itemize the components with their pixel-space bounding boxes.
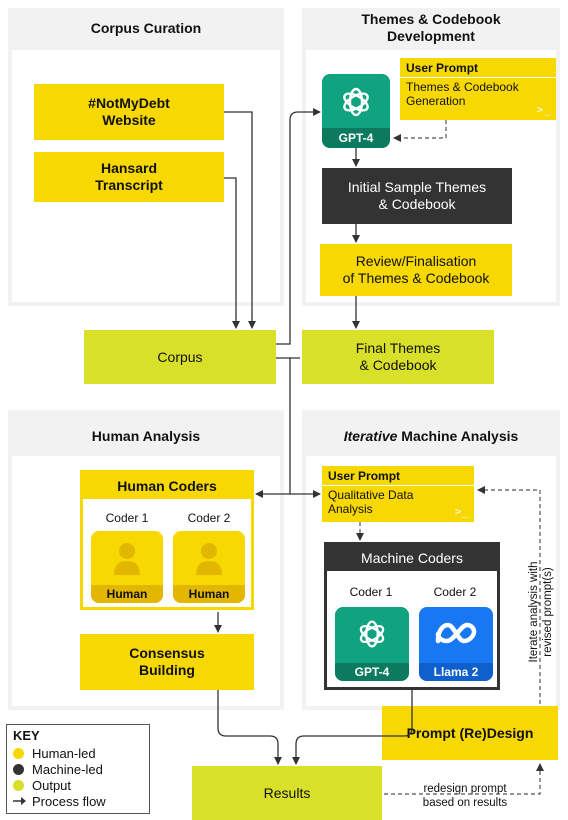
notmydebt-box: #NotMyDebt Website xyxy=(34,84,224,140)
corpus-box: Corpus xyxy=(84,330,276,384)
machine-tile-gpt4: GPT-4 xyxy=(335,607,409,681)
review-box: Review/Finalisation of Themes & Codebook xyxy=(320,244,512,296)
human-icon xyxy=(114,543,140,575)
human-coders-group: Human Coders Coder 1 Coder 2 Human Human xyxy=(80,470,254,610)
key-item-human: Human-led xyxy=(13,745,96,761)
key-item-machine: Machine-led xyxy=(13,761,103,777)
user-prompt-title: User Prompt xyxy=(406,61,479,75)
user-prompt-title: User Prompt xyxy=(328,469,401,483)
initial-sample-box: Initial Sample Themes & Codebook xyxy=(322,168,512,224)
redesign-label: redesign prompt based on results xyxy=(422,783,508,809)
user-prompt-themes: User Prompt Themes & Codebook Generation… xyxy=(400,58,556,120)
key-item-output: Output xyxy=(13,777,71,793)
italic-word: Iterative xyxy=(343,428,398,444)
key-label: Machine-led xyxy=(32,761,103,777)
title-rest: Machine Analysis xyxy=(397,428,519,444)
consensus-box: Consensus Building xyxy=(80,634,254,690)
terminal-icon: >_ xyxy=(536,103,550,116)
results-box: Results xyxy=(192,766,382,820)
final-themes-box: Final Themes & Codebook xyxy=(302,330,494,384)
human-tile-2: Human xyxy=(173,531,245,603)
key-dot-machine xyxy=(13,763,24,775)
openai-icon xyxy=(343,87,369,117)
key-title: KEY xyxy=(13,728,40,743)
prompt-redesign-box: Prompt (Re)Design xyxy=(382,706,558,760)
machine-coders-group: Machine Coders Coder 1 Coder 2 GPT-4 Lla… xyxy=(324,542,500,690)
human-tile-1: Human xyxy=(91,531,163,603)
arrow-icon xyxy=(13,797,26,805)
panel-title-themes-dev: Themes & Codebook Development xyxy=(361,11,501,44)
human-icon xyxy=(196,543,222,575)
user-prompt-body: Themes & Codebook Generation xyxy=(406,80,519,108)
machine-coder-2-label: Coder 2 xyxy=(433,585,477,599)
terminal-icon: >_ xyxy=(454,505,468,518)
panel-title-human-analysis: Human Analysis xyxy=(91,428,201,444)
machine-tile-gpt4-label: GPT-4 xyxy=(335,663,409,681)
user-prompt-qda: User Prompt Qualitative Data Analysis >_ xyxy=(322,466,474,522)
key-label: Process flow xyxy=(32,793,106,809)
human-coder-2-label: Coder 2 xyxy=(187,511,231,525)
key-label: Human-led xyxy=(32,745,96,761)
meta-icon xyxy=(435,622,477,644)
openai-icon xyxy=(359,620,385,648)
machine-tile-llama: Llama 2 xyxy=(419,607,493,681)
machine-coders-title: Machine Coders xyxy=(327,545,497,571)
machine-tile-llama-label: Llama 2 xyxy=(419,663,493,681)
gpt4-tile: GPT-4 xyxy=(322,74,390,148)
key-label: Output xyxy=(32,777,72,793)
human-tile-1-label: Human xyxy=(91,585,163,603)
key-legend: KEY Human-led Machine-led Output Process… xyxy=(6,724,150,814)
hansard-box: Hansard Transcript xyxy=(34,152,224,202)
human-coder-1-label: Coder 1 xyxy=(105,511,149,525)
user-prompt-divider xyxy=(400,77,556,78)
panel-title-machine-analysis: Iterative Machine Analysis xyxy=(302,428,560,445)
gpt4-tile-label: GPT-4 xyxy=(322,128,390,148)
human-tile-2-label: Human xyxy=(173,585,245,603)
human-coders-title: Human Coders xyxy=(83,473,251,499)
key-item-flow: Process flow xyxy=(13,793,106,809)
machine-coder-1-label: Coder 1 xyxy=(349,585,393,599)
key-dot-human xyxy=(13,747,24,759)
user-prompt-divider xyxy=(322,485,474,486)
panel-title-corpus-curation: Corpus Curation xyxy=(90,20,202,36)
user-prompt-body: Qualitative Data Analysis xyxy=(328,488,414,516)
key-dot-output xyxy=(13,779,24,791)
